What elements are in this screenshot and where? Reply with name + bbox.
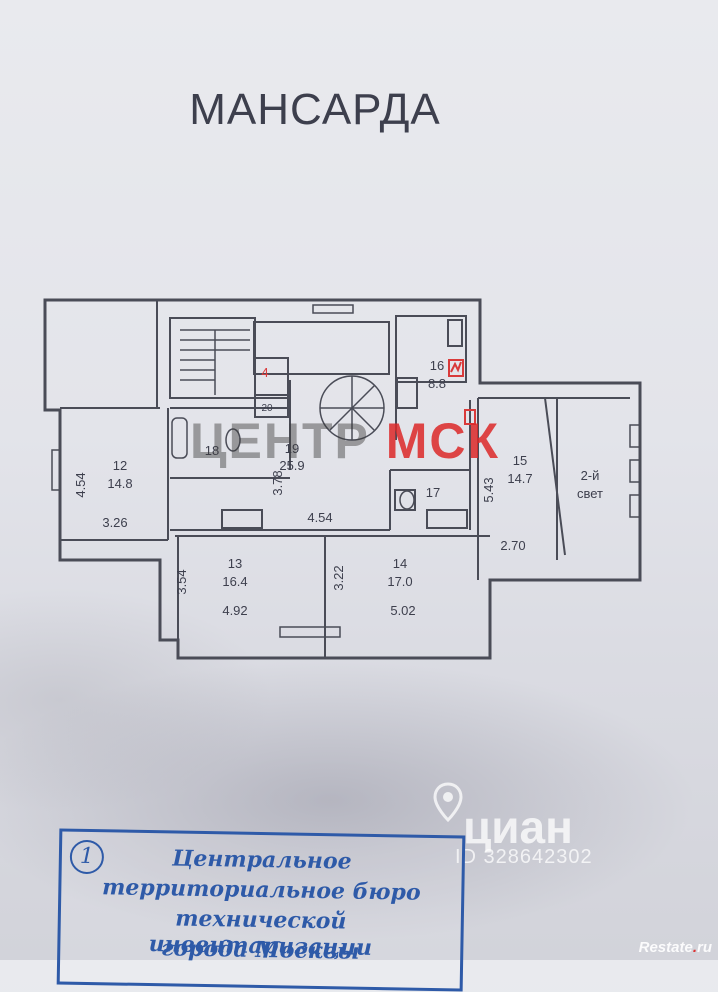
room-15-area: 14.7 [507, 471, 532, 486]
second-light-1: 2-й [581, 468, 600, 483]
room-19-dim-a: 3.78 [270, 470, 285, 495]
floor-plan: 12 14.8 4.54 3.26 13 16.4 3.54 4.92 14 1… [43, 298, 642, 660]
room-14-area: 17.0 [387, 574, 412, 589]
room-13-dim-b: 4.92 [222, 603, 247, 618]
restate-tld: ru [697, 939, 712, 956]
fixtures [171, 417, 415, 510]
room-13-dim-a: 3.54 [174, 569, 189, 594]
room-12-num: 12 [113, 458, 127, 473]
red-markers [448, 359, 476, 425]
stamp-line-1: Центральное [171, 845, 352, 875]
restate-name: Restate [638, 939, 693, 956]
room-12-dim-a: 4.54 [73, 472, 88, 497]
second-light-2: свет [577, 486, 603, 501]
stamp-line-2: территориальное бюро [101, 874, 421, 906]
room-16-area: 8.8 [428, 376, 446, 391]
listing-id: ID 328642302 [455, 846, 593, 868]
room-14-num: 14 [393, 556, 407, 571]
room-15-dim-a: 5.43 [481, 477, 496, 502]
room-12-area: 14.8 [107, 476, 132, 491]
room-15-num: 15 [513, 453, 527, 468]
room-14-dim-b: 5.02 [390, 603, 415, 618]
room-labels: 12 14.8 4.54 3.26 13 16.4 3.54 4.92 14 1… [73, 358, 603, 618]
spiral-stair [319, 375, 385, 441]
room-19-dim-b: 4.54 [307, 510, 332, 525]
room-19-area: 25.9 [279, 458, 304, 473]
restate-watermark: Restate.ru [638, 939, 712, 956]
watermark-part2: МСК [385, 413, 501, 469]
room-13-area: 16.4 [222, 574, 247, 589]
stair-grid [180, 329, 250, 395]
room-12-dim-b: 3.26 [102, 515, 127, 530]
outer-walls [43, 298, 642, 660]
bti-stamp: 1 Центральное территориальное бюро техни… [56, 828, 466, 992]
room-4-num: 4 [261, 365, 268, 380]
room-16-num: 16 [430, 358, 444, 373]
room-17-num: 17 [426, 485, 440, 500]
room-13-num: 13 [228, 556, 242, 571]
room-15-dim-b: 2.70 [500, 538, 525, 553]
centr-msk-watermark: ЦЕНТР МСК [190, 412, 500, 470]
room-18-num: 18 [205, 443, 219, 458]
floor-title: МАНСАРДА [189, 85, 441, 134]
inner-walls [60, 300, 630, 658]
room-20-num: 20 [261, 403, 273, 414]
room-19-num: 19 [285, 441, 299, 456]
room-14-dim-a: 3.22 [331, 565, 346, 590]
watermark-part1: ЦЕНТР [190, 413, 386, 469]
location-pin-icon [433, 782, 463, 822]
cian-watermark: циан ID 328642302 [425, 772, 655, 872]
windows [51, 304, 641, 638]
cian-logo-text: циан [463, 801, 573, 853]
